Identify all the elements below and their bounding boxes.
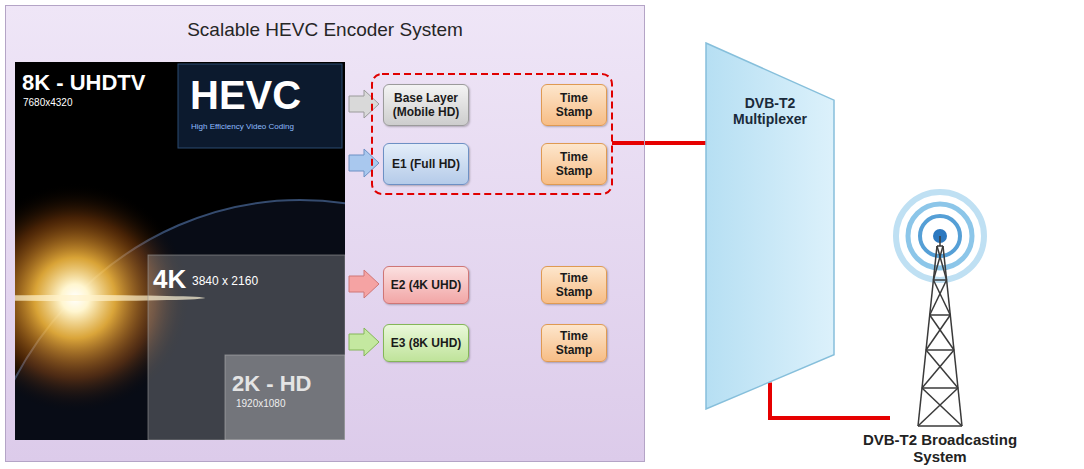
signal-connector bbox=[770, 382, 890, 418]
tower-truss bbox=[933, 279, 946, 281]
tower-truss bbox=[926, 349, 954, 351]
label-holder: High Efficiency Video Coding bbox=[191, 122, 294, 131]
tower-truss bbox=[933, 246, 943, 280]
time-stamp-box: Time Stamp bbox=[541, 84, 607, 126]
uhd-illustration bbox=[15, 62, 345, 440]
tower-truss bbox=[918, 425, 962, 427]
tower-truss bbox=[922, 350, 954, 388]
label-holder: HEVC bbox=[190, 72, 301, 118]
tower-truss bbox=[918, 388, 958, 426]
image-label: High Efficiency Video Coding bbox=[191, 122, 294, 131]
block-arrow bbox=[349, 328, 379, 356]
tower-truss bbox=[933, 280, 950, 315]
time-stamp-box: Time Stamp bbox=[541, 266, 607, 304]
panel-title: Scalable HEVC Encoder System bbox=[6, 19, 644, 41]
signal-ring bbox=[920, 216, 960, 256]
layer-box: E3 (8K UHD) bbox=[383, 324, 469, 362]
time-stamp-box: Time Stamp bbox=[541, 324, 607, 362]
image-label: 3840 x 2160 bbox=[192, 275, 258, 289]
time-stamp-box: Time Stamp bbox=[541, 143, 607, 185]
tower-truss bbox=[930, 280, 947, 315]
image-label: 4K bbox=[153, 265, 186, 295]
image-label: HEVC bbox=[190, 72, 301, 118]
image-label: 7680x4320 bbox=[23, 97, 73, 109]
node-label: E2 (4K UHD) bbox=[391, 278, 462, 292]
multiplexer-shape: DVB-T2 Multiplexer bbox=[705, 42, 835, 410]
node-label: Time Stamp bbox=[546, 150, 602, 178]
label-holder: 3840 x 2160 bbox=[192, 275, 258, 289]
node-label: E1 (Full HD) bbox=[392, 157, 460, 171]
node-label: Base Layer (Mobile HD) bbox=[388, 91, 464, 119]
node-label: Time Stamp bbox=[546, 91, 602, 119]
node-label: E3 (8K UHD) bbox=[391, 336, 462, 350]
label-holder: 7680x4320 bbox=[23, 97, 73, 109]
image-label: 8K - UHDTV bbox=[22, 70, 145, 95]
node-label: Time Stamp bbox=[546, 271, 602, 299]
hd-2k-region bbox=[225, 355, 345, 440]
tower-drawing bbox=[890, 190, 990, 428]
label-holder: 1920x1080 bbox=[236, 398, 286, 410]
block-arrow bbox=[349, 270, 379, 298]
hevc-logo-panel bbox=[178, 64, 342, 148]
block-arrow bbox=[349, 90, 379, 118]
tower-truss bbox=[922, 388, 962, 426]
tower-truss bbox=[926, 350, 958, 388]
block-arrow bbox=[349, 149, 379, 177]
node-label: Time Stamp bbox=[546, 329, 602, 357]
node-label: DVB-T2 Multiplexer bbox=[718, 95, 822, 128]
image-label: 1920x1080 bbox=[236, 398, 286, 410]
image-label: 2K - HD bbox=[232, 371, 311, 396]
tower-truss bbox=[930, 314, 951, 316]
label-holder: 8K - UHDTV bbox=[22, 70, 145, 95]
tower-truss bbox=[930, 315, 954, 350]
label-holder: 4K bbox=[153, 265, 186, 295]
layer-box: E2 (4K UHD) bbox=[383, 266, 469, 304]
tower-caption: DVB-T2 Broadcasting System bbox=[845, 431, 1035, 465]
tower-truss bbox=[926, 315, 950, 350]
layer-box: E1 (Full HD) bbox=[383, 143, 469, 185]
multiplexer-trapezoid bbox=[706, 43, 834, 409]
tower-truss bbox=[922, 387, 958, 389]
uhd-4k-region bbox=[148, 255, 345, 440]
feed-line bbox=[612, 141, 706, 145]
group-bracket bbox=[372, 74, 612, 194]
layer-box: Base Layer (Mobile HD) bbox=[383, 84, 469, 126]
tower-truss bbox=[939, 236, 941, 246]
broadcast-tower: DVB-T2 Broadcasting System bbox=[890, 190, 990, 428]
signal-ring bbox=[896, 192, 984, 280]
label-holder: 2K - HD bbox=[232, 371, 311, 396]
